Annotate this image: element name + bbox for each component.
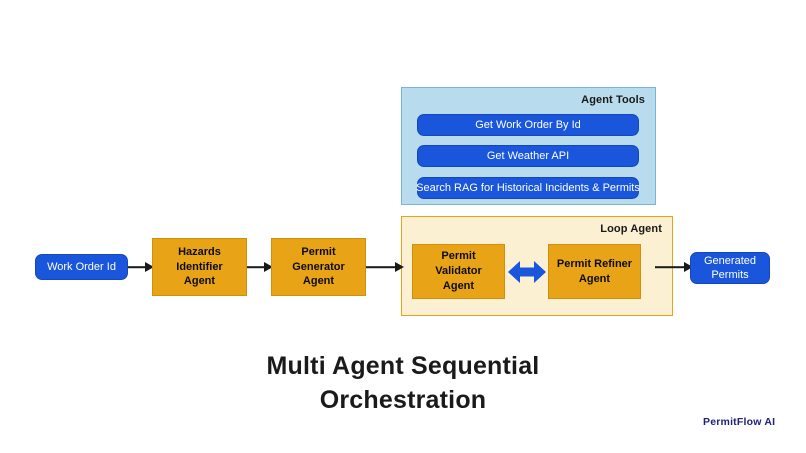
agent-box-line1: Permit Validator: [435, 250, 482, 278]
arrow-hazards-to-generator: [247, 259, 273, 275]
agent-box-line2: Agent: [302, 275, 335, 288]
agent-box-line1: Permit Refiner: [556, 257, 633, 270]
agent-box-line2: Agent: [183, 275, 216, 288]
flow-input-label: Work Order Id: [47, 260, 116, 273]
agent-box-permit-refiner[interactable]: Permit Refiner Agent: [548, 244, 641, 299]
agent-box-hazards-identifier[interactable]: Hazards Identifier Agent: [152, 238, 247, 296]
tool-button-label: Get Weather API: [486, 149, 570, 162]
agent-box-line1: Hazards Identifier: [176, 245, 223, 273]
arrow-loop-to-output: [655, 259, 693, 275]
double-headed-arrow-icon: [506, 256, 548, 288]
watermark-permitflow-ai: PermitFlow AI: [703, 416, 776, 428]
agent-box-line2: Agent: [578, 272, 611, 285]
diagram-title-line1: Multi Agent Sequential: [266, 352, 540, 380]
tool-button-label: Search RAG for Historical Incidents & Pe…: [416, 181, 640, 194]
diagram-title: Multi Agent Sequential Orchestration: [0, 350, 806, 418]
loop-agent-panel-title: Loop Agent: [600, 223, 662, 235]
arrow-generator-to-loop: [366, 259, 404, 275]
flow-output-line1: Generated: [704, 254, 756, 267]
agent-box-line1: Permit Generator: [292, 245, 345, 273]
tool-button-get-weather-api[interactable]: Get Weather API: [417, 145, 639, 167]
flow-output-generated-permits[interactable]: Generated Permits: [690, 252, 770, 284]
tool-button-label: Get Work Order By Id: [475, 118, 581, 131]
flow-input-work-order-id[interactable]: Work Order Id: [35, 254, 128, 280]
flow-output-line2: Permits: [711, 269, 749, 281]
agent-tools-panel-title: Agent Tools: [581, 94, 645, 106]
agent-box-permit-validator[interactable]: Permit Validator Agent: [412, 244, 505, 299]
agent-box-permit-generator[interactable]: Permit Generator Agent: [271, 238, 366, 296]
arrow-input-to-hazards: [128, 259, 154, 275]
tool-button-search-rag[interactable]: Search RAG for Historical Incidents & Pe…: [416, 177, 640, 199]
tool-button-get-work-order-by-id[interactable]: Get Work Order By Id: [417, 114, 639, 136]
agent-box-line2: Agent: [442, 279, 475, 292]
diagram-title-line2: Orchestration: [319, 385, 487, 414]
